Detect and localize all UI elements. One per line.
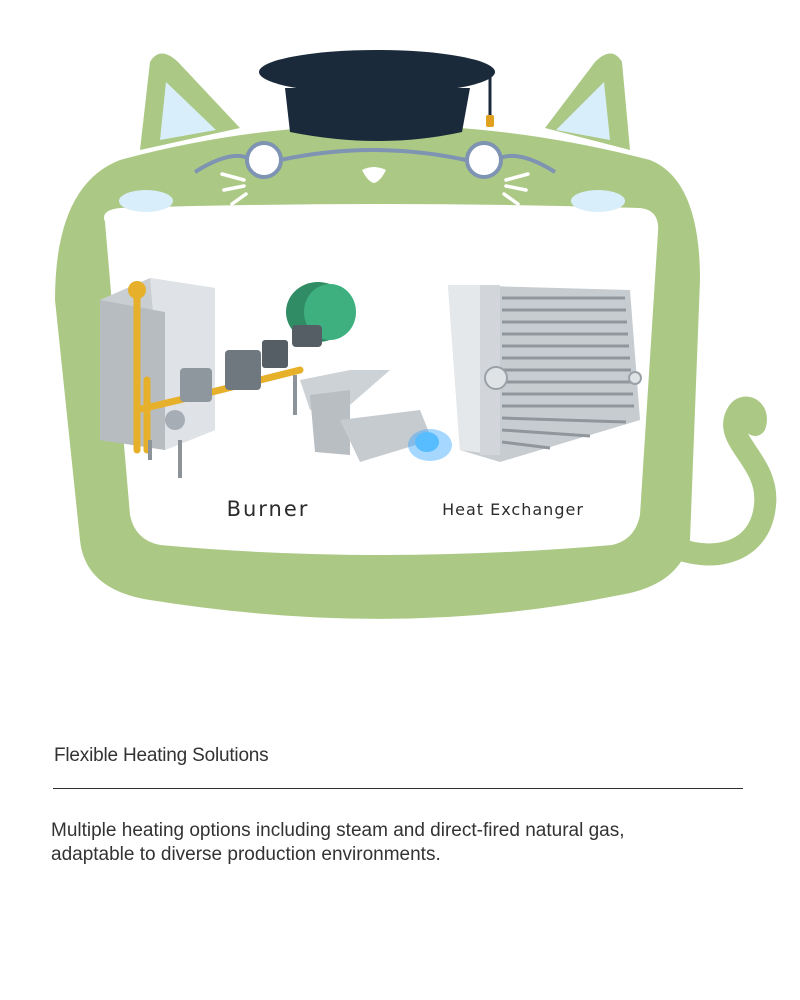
hero-illustration: Burner Heat Exchanger	[55, 50, 777, 619]
section-description: Multiple heating options including steam…	[51, 819, 751, 867]
description-line: adaptable to diverse production environm…	[51, 844, 441, 865]
glasses-icon	[193, 141, 557, 179]
cat-frame-icon	[55, 50, 777, 619]
heat-exchanger-label: Heat Exchanger	[442, 500, 584, 519]
burner-icon	[100, 278, 452, 478]
graduation-cap-icon	[259, 50, 495, 141]
burner-label: Burner	[226, 497, 310, 521]
divider	[53, 788, 743, 789]
description-line: Multiple heating options including steam…	[51, 820, 625, 841]
heat-exchanger-icon	[448, 285, 642, 462]
section-title: Flexible Heating Solutions	[54, 745, 269, 766]
